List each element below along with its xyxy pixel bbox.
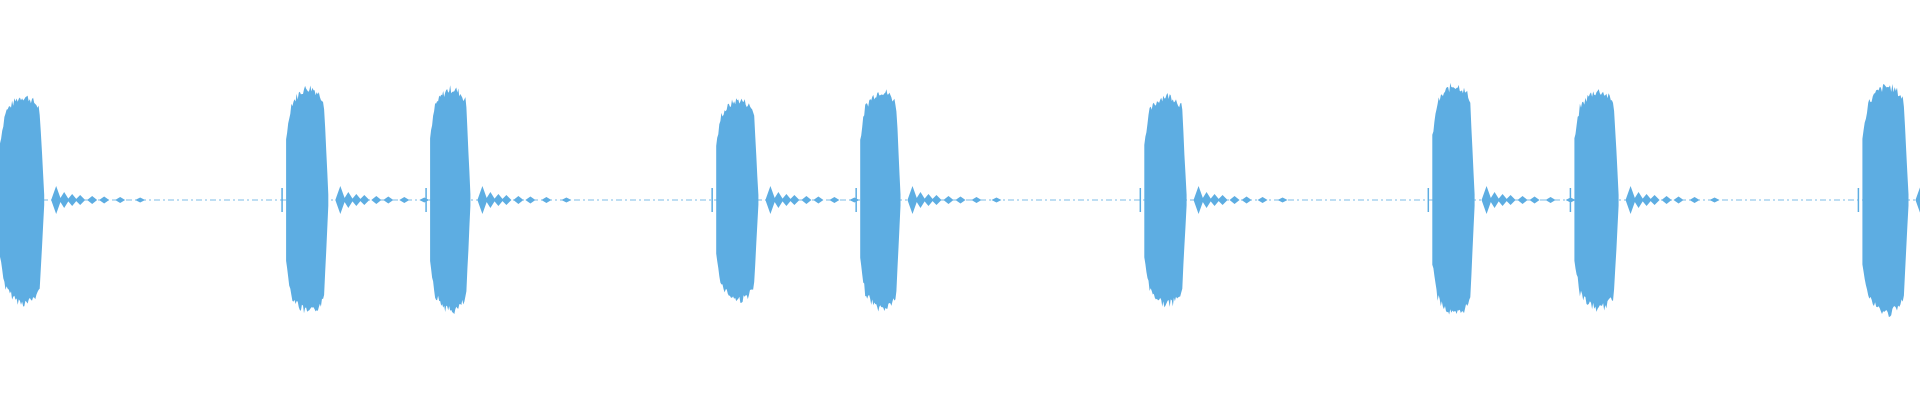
waveform-burst [0, 95, 45, 307]
waveform-decay-tail [1193, 186, 1288, 214]
waveform-decay-tail [1481, 186, 1576, 214]
waveform-burst [430, 85, 471, 315]
waveform-decay-tail [765, 186, 860, 214]
waveform-decay-tail [335, 186, 430, 214]
waveform-burst [1862, 84, 1909, 317]
waveform-decay-tail [477, 186, 572, 214]
waveform-decay-tail [907, 186, 1002, 214]
waveform-burst [1574, 89, 1619, 312]
waveform-burst [286, 85, 329, 314]
waveform-decay-tail [1915, 187, 1920, 213]
waveform-decay-tail [51, 186, 146, 214]
waveform-burst [1144, 93, 1187, 308]
waveform-burst [716, 98, 759, 303]
waveform-decay-tail [1625, 186, 1720, 214]
waveform-burst [1432, 82, 1475, 315]
waveform-burst [860, 89, 901, 312]
